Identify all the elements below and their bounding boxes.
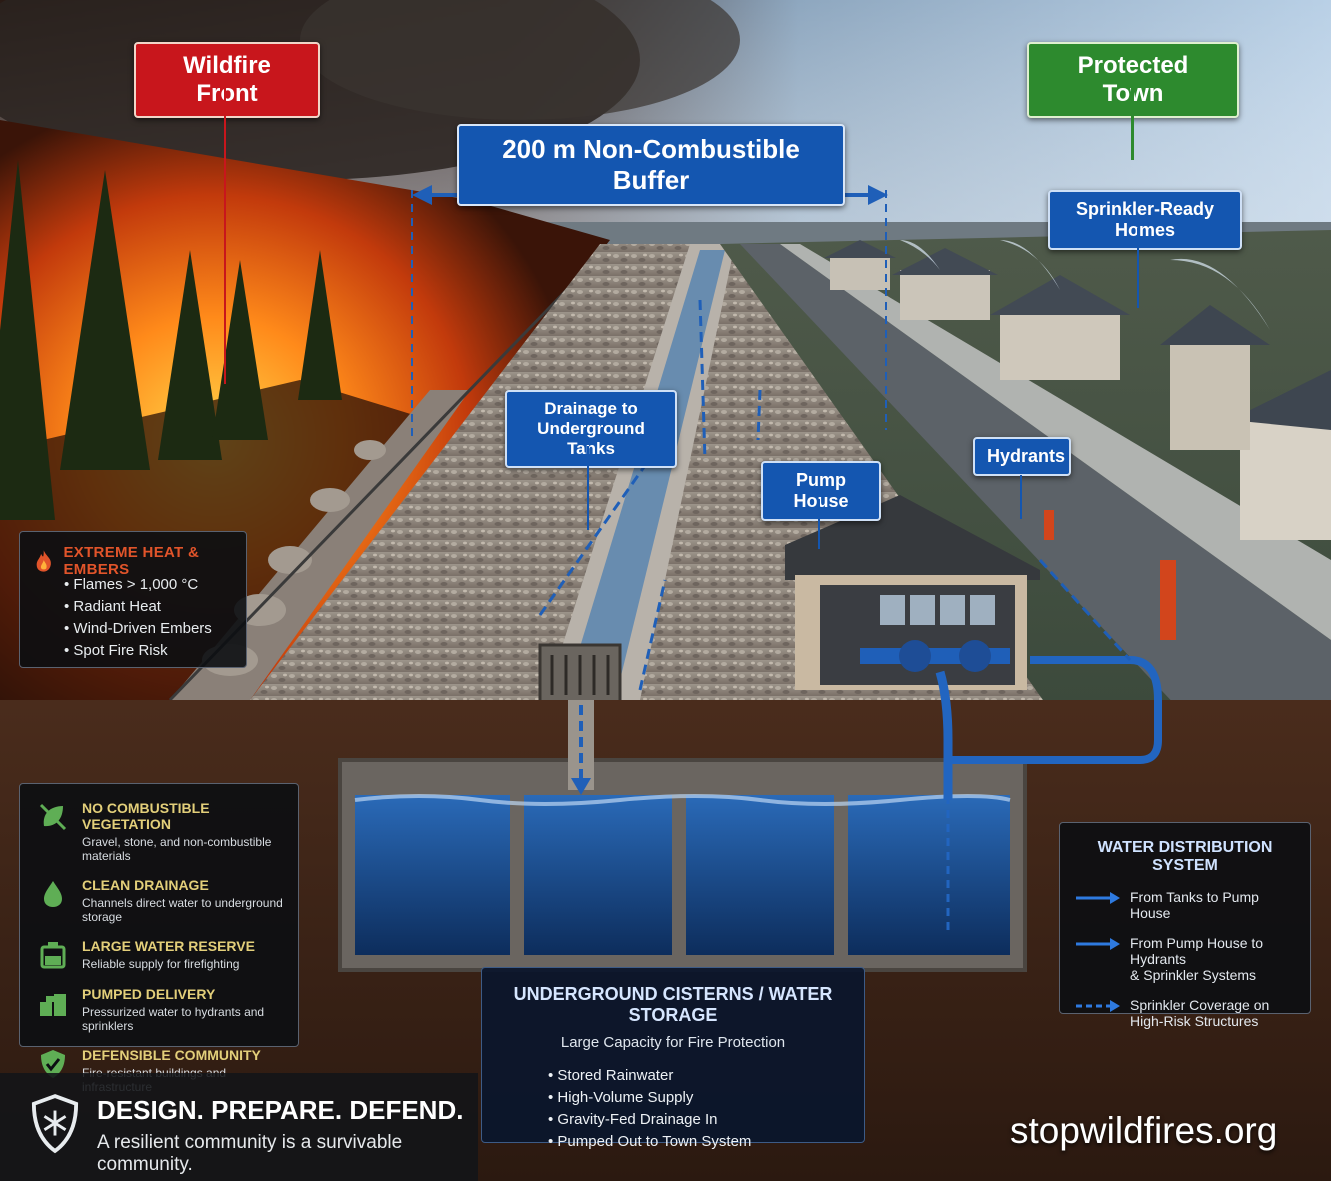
list-item: • Stored Rainwater (548, 1067, 674, 1084)
feature-item: CLEAN DRAINAGE Channels direct water to … (36, 877, 298, 924)
legend-item: From Pump House to Hydrants & Sprinkler … (1074, 935, 1296, 983)
list-item: • Flames > 1,000 °C (64, 576, 199, 593)
drainage-label: Drainage to Underground Tanks (505, 390, 677, 468)
tank-icon (40, 942, 66, 969)
water-distribution-title: WATER DISTRIBUTION SYSTEM (1097, 839, 1273, 874)
flame-icon (36, 550, 51, 572)
features-panel: NO COMBUSTIBLE VEGETATION Gravel, stone,… (19, 783, 299, 1094)
buffer-label: 200 m Non-Combustible Buffer (457, 124, 845, 206)
protected-town-pointer (1131, 88, 1134, 160)
list-item: • Pumped Out to Town System (548, 1133, 752, 1150)
cisterns-title: UNDERGROUND CISTERNS / WATER STORAGE (513, 984, 833, 1025)
heat-list: • Flames > 1,000 °C • Radiant Heat • Win… (64, 574, 212, 662)
solid-arrow-icon (1076, 938, 1120, 950)
feature-item: NO COMBUSTIBLE VEGETATION Gravel, stone,… (36, 800, 298, 863)
list-item: • Radiant Heat (64, 598, 161, 615)
website-link[interactable]: stopwildfires.org (1010, 1110, 1278, 1151)
cisterns-list: • Stored Rainwater • High-Volume Supply … (548, 1065, 864, 1153)
slogan-banner: DESIGN. PREPARE. DEFEND. A resilient com… (0, 1073, 478, 1181)
slogan-title: DESIGN. PREPARE. DEFEND. (97, 1095, 464, 1125)
sprinkler-homes-label: Sprinkler-Ready Homes (1048, 190, 1242, 250)
feature-desc: Reliable supply for firefighting (82, 957, 240, 971)
cisterns-subtitle: Large Capacity for Fire Protection (560, 1034, 786, 1051)
water-drop-icon (44, 881, 62, 907)
feature-item: PUMPED DELIVERY Pressurized water to hyd… (36, 986, 298, 1033)
list-item: • Spot Fire Risk (64, 642, 168, 659)
feature-item: LARGE WATER RESERVE Reliable supply for … (36, 938, 298, 972)
feature-title: LARGE WATER RESERVE (82, 938, 255, 954)
water-distribution-panel: WATER DISTRIBUTION SYSTEM From Tanks to … (1059, 822, 1311, 1029)
list-item: • Gravity-Fed Drainage In (548, 1111, 718, 1128)
pump-icon (40, 994, 66, 1016)
list-item: • High-Volume Supply (548, 1089, 694, 1106)
pump-house-pointer (818, 499, 820, 549)
legend-text: From Pump House to Hydrants & Sprinkler … (1130, 935, 1264, 983)
cisterns-panel: UNDERGROUND CISTERNS / WATER STORAGE Lar… (481, 967, 865, 1150)
wildfire-front-pointer (224, 88, 226, 384)
drainage-pointer (587, 446, 589, 530)
sprinkler-homes-pointer (1137, 228, 1139, 308)
feature-desc: Pressurized water to hydrants and sprink… (82, 1005, 265, 1033)
shield-check-icon (41, 1050, 65, 1078)
leaf-crossed-icon (39, 803, 67, 831)
hydrants-label: Hydrants (973, 437, 1071, 476)
heat-panel-title: EXTREME HEAT & EMBERS (63, 544, 200, 578)
feature-title: PUMPED DELIVERY (82, 986, 216, 1002)
slogan-subtitle: A resilient community is a survivable co… (97, 1132, 403, 1175)
legend-item: Sprinkler Coverage on High-Risk Structur… (1074, 997, 1296, 1029)
pump-house-label: Pump House (761, 461, 881, 521)
feature-title: CLEAN DRAINAGE (82, 877, 209, 893)
feature-title: NO COMBUSTIBLE VEGETATION (82, 800, 210, 832)
feature-desc: Channels direct water to underground sto… (82, 896, 283, 924)
shield-icon (31, 1094, 79, 1154)
feature-title: DEFENSIBLE COMMUNITY (82, 1047, 261, 1063)
wildfire-front-label: Wildfire Front (134, 42, 320, 118)
legend-text: From Tanks to Pump House (1130, 889, 1259, 921)
hydrants-pointer (1020, 475, 1022, 519)
heat-panel: EXTREME HEAT & EMBERS • Flames > 1,000 °… (19, 531, 247, 668)
legend-text: Sprinkler Coverage on High-Risk Structur… (1130, 997, 1270, 1029)
feature-desc: Gravel, stone, and non-combustible mater… (82, 835, 272, 863)
list-item: • Wind-Driven Embers (64, 620, 212, 637)
dashed-arrow-icon (1076, 1000, 1120, 1012)
legend-item: From Tanks to Pump House (1074, 889, 1296, 921)
solid-arrow-icon (1076, 892, 1120, 904)
